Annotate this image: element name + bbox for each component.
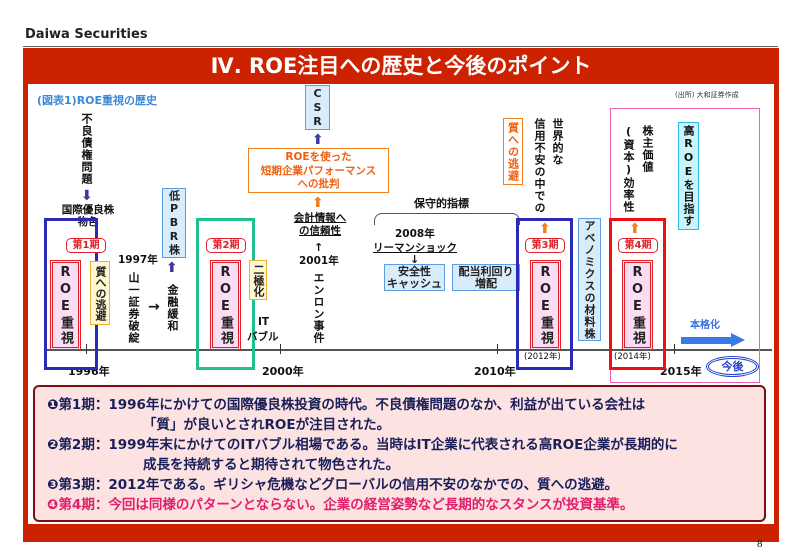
arrow-right-icon (681, 337, 731, 344)
page-number: 8 (757, 538, 763, 550)
safety-line: 安全性 (398, 265, 431, 278)
tick (86, 344, 87, 354)
text: 1996年にかけての国際優良株投資の時代。不良債権問題のなか、利益が出ている会社… (108, 397, 646, 413)
summary-item-3: ❸第3期：2012年である。ギリシャ危機などグローバルの信用不安のなかでの、質へ… (47, 475, 764, 495)
timeline-axis (44, 349, 772, 351)
summary-item-1-cont: 「質」が良いとされROEが注目された。 (143, 417, 391, 433)
future-badge: 今後 (706, 356, 759, 377)
marker: ❷ (47, 437, 59, 453)
arrow-up-icon: ⬆ (539, 221, 551, 237)
dividend-line: 配当利回り (458, 265, 514, 278)
marker: ❹ (47, 497, 59, 513)
high-roe-box: 高ROEを目指す (678, 122, 699, 230)
marker: ❸ (47, 477, 59, 493)
critique-box: ROEを使った 短期企業パフォーマンス への批判 (248, 148, 389, 193)
shareholder-value-1: 株主価値 (641, 125, 654, 173)
arrow-head-icon (731, 333, 745, 347)
arrow-up-icon: ⬆ (312, 132, 324, 148)
yamaichi: 山一証券破綻 (127, 272, 140, 344)
safety-box: 安全性キャッシュ (384, 264, 445, 291)
marker: ❶ (47, 397, 59, 413)
critique-line: への批判 (297, 178, 340, 190)
head: 第1期： (58, 397, 109, 413)
arrow-up-icon: ⬆ (166, 260, 178, 276)
period4-label: 第4期 (618, 238, 658, 253)
abenomics-box: アベノミクスの材料株 (578, 218, 601, 341)
brace (374, 213, 520, 225)
head: 第3期： (58, 477, 109, 493)
arrow-down-icon: ⬇ (81, 188, 93, 204)
period3-roe: ROE重視 (530, 260, 561, 350)
trust-line: の信頼性 (299, 225, 341, 237)
period4-frame (609, 218, 666, 370)
enron: エンロン事件 (312, 272, 325, 344)
period1-label: 第1期 (66, 238, 106, 253)
tick (674, 344, 675, 354)
arrow-up-icon: ⬆ (629, 221, 641, 237)
critique-line: ROEを使った (285, 151, 352, 163)
accounting-trust: 会計情報へ の信頼性 (285, 212, 355, 238)
text: 1999年末にかけてのITバブル相場である。当時はIT企業に代表される高ROE企… (108, 437, 678, 453)
low-pbr-box: 低PBR株 (162, 188, 186, 258)
bubble-label: バブル (247, 331, 279, 343)
summary-item-1: ❶第1期：1996年にかけての国際優良株投資の時代。不良債権問題のなか、利益が出… (47, 395, 764, 415)
page-title: Ⅳ. ROE注目への歴史と今後のポイント (210, 54, 592, 78)
monetary-easing: 金融緩和 (166, 284, 179, 332)
period3-flight: 質への逃避 (503, 118, 523, 185)
period2-roe: ROE重視 (210, 260, 241, 350)
source-note: (出所) 大和証券作成 (675, 91, 739, 99)
period2-label: 第2期 (206, 238, 246, 253)
arrow-right-icon: → (148, 299, 160, 315)
period3-frame (516, 218, 573, 370)
period3-label: 第3期 (525, 238, 565, 253)
chart-caption: (図表1)ROE重視の歴史 (37, 94, 158, 107)
tick (280, 344, 281, 354)
text: 今回は同様のパターンとならない。企業の経営姿勢など長期的なスタンスが投資基準。 (108, 497, 634, 513)
year-2012: (2012年) (524, 352, 561, 363)
year-2000: 2000年 (262, 365, 304, 378)
period2-split: 二極化 (249, 260, 267, 300)
year-2008: 2008年 (395, 228, 435, 240)
summary-box: ❶第1期：1996年にかけての国際優良株投資の時代。不良債権問題のなか、利益が出… (33, 385, 766, 522)
brand-logo: Daiwa Securities (25, 27, 148, 42)
summary-item-4: ❹第4期：今回は同様のパターンとならない。企業の経営姿勢など長期的なスタンスが投… (47, 495, 764, 515)
divider (23, 46, 778, 47)
head: 第2期： (58, 437, 109, 453)
dividend-box: 配当利回り増配 (452, 264, 520, 291)
arrow-up-icon: ⬆ (312, 195, 324, 211)
global-context-1: 世界的な (551, 118, 564, 166)
fullscale-label: 本格化 (690, 320, 720, 331)
trust-line: 会計情報へ (293, 212, 347, 224)
dividend-line: 増配 (475, 277, 497, 290)
summary-item-2: ❷第2期：1999年末にかけてのITバブル相場である。当時はIT企業に代表される… (47, 435, 764, 455)
text: 2012年である。ギリシャ危機などグローバルの信用不安のなかでの、質への逃避。 (108, 477, 619, 493)
period1-flight: 質への逃避 (90, 261, 110, 325)
period4-roe: ROE重視 (622, 260, 653, 350)
critique-line: 短期企業パフォーマンス (260, 164, 377, 177)
tick (497, 344, 498, 354)
year-2014: (2014年) (614, 352, 651, 363)
arrow-down-icon: ↓ (410, 253, 420, 266)
safety-line: キャッシュ (387, 277, 442, 290)
year-2010: 2010年 (474, 365, 516, 378)
conservative-metrics: 保守的指標 (414, 197, 469, 210)
period1-roe: ROE重視 (50, 260, 81, 350)
arrow-up-icon: ↑ (314, 241, 324, 254)
head: 第4期： (58, 497, 109, 513)
lehman: リーマンショック (373, 242, 457, 254)
year-1997: 1997年 (118, 254, 158, 266)
year-2001: 2001年 (299, 255, 339, 267)
shareholder-value-2: (資本)効率性 (622, 125, 635, 213)
bad-debt-issue: 不良債権問題 (80, 113, 93, 185)
year-2015: 2015年 (660, 365, 702, 378)
summary-item-2-cont: 成長を持続すると期待されて物色された。 (143, 457, 400, 473)
global-context-2: 信用不安の中での (533, 118, 546, 214)
it-label: IT (258, 316, 270, 328)
csr-box: CSR (305, 85, 330, 130)
